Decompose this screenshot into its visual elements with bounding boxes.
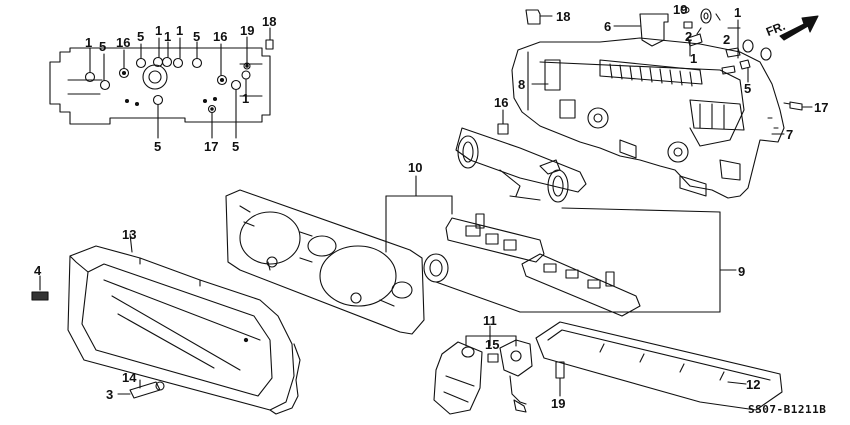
lower-cover xyxy=(535,321,783,411)
label-part-3: 3 xyxy=(106,387,114,402)
label-part-8: 8 xyxy=(518,77,526,92)
switch-assembly-right xyxy=(499,339,533,413)
label-part-15: 15 xyxy=(485,337,500,352)
label-part-5: 5 xyxy=(137,29,145,44)
label-part-1: 1 xyxy=(690,51,698,66)
label-part-14: 14 xyxy=(122,370,137,385)
diagram-code: SS07-B1211B xyxy=(748,403,827,416)
printed-circuit-housing xyxy=(511,37,785,199)
label-part-12: 12 xyxy=(746,377,761,392)
label-part-2: 2 xyxy=(723,32,731,47)
clip-4 xyxy=(31,275,49,301)
screw-16 xyxy=(497,109,509,135)
screw-17 xyxy=(783,101,813,111)
label-part-16: 16 xyxy=(494,95,509,110)
label-part-5: 5 xyxy=(99,39,107,54)
label-part-5: 5 xyxy=(193,29,201,44)
bulb-14 xyxy=(117,379,165,399)
label-part-19: 19 xyxy=(240,23,255,38)
label-part-18: 18 xyxy=(262,14,277,29)
screw-19-lower xyxy=(555,361,565,397)
back-plate-view xyxy=(49,27,274,139)
label-part-19: 19 xyxy=(551,396,566,411)
switch-assembly-left xyxy=(433,341,483,415)
meter-visor xyxy=(67,233,301,415)
clip-18 xyxy=(525,9,553,25)
circuit-board-upper xyxy=(445,213,545,263)
label-part-1: 1 xyxy=(85,35,93,50)
label-part-11: 11 xyxy=(483,313,497,328)
label-part-17: 17 xyxy=(204,139,219,154)
label-part-5: 5 xyxy=(232,139,240,154)
label-part-7: 7 xyxy=(786,127,794,142)
label-part-2: 2 xyxy=(685,29,693,44)
label-part-16: 16 xyxy=(116,35,131,50)
label-part-17: 17 xyxy=(814,100,829,115)
bulbs-and-sockets xyxy=(680,6,772,83)
label-part-13: 13 xyxy=(122,227,137,242)
label-part-9: 9 xyxy=(738,264,746,279)
reset-knob xyxy=(423,253,449,283)
label-part-16: 16 xyxy=(213,29,228,44)
label-part-1: 1 xyxy=(242,91,250,106)
label-part-1: 1 xyxy=(176,23,184,38)
label-part-5: 5 xyxy=(154,139,162,154)
label-part-6: 6 xyxy=(604,19,612,34)
front-arrow xyxy=(779,15,819,41)
label-part-1: 1 xyxy=(734,5,742,20)
meter-panel xyxy=(225,189,425,335)
label-part-18: 18 xyxy=(556,9,571,24)
group-leaders xyxy=(385,175,737,313)
label-part-5: 5 xyxy=(744,81,752,96)
label-part-19: 19 xyxy=(673,2,688,17)
circuit-harness xyxy=(455,127,587,203)
label-part-4: 4 xyxy=(34,263,42,278)
label-part-10: 10 xyxy=(408,160,423,175)
label-part-1: 1 xyxy=(155,23,163,38)
circuit-board-lower xyxy=(521,253,641,317)
bracket-6 xyxy=(613,13,669,47)
label-part-1: 1 xyxy=(164,29,172,44)
